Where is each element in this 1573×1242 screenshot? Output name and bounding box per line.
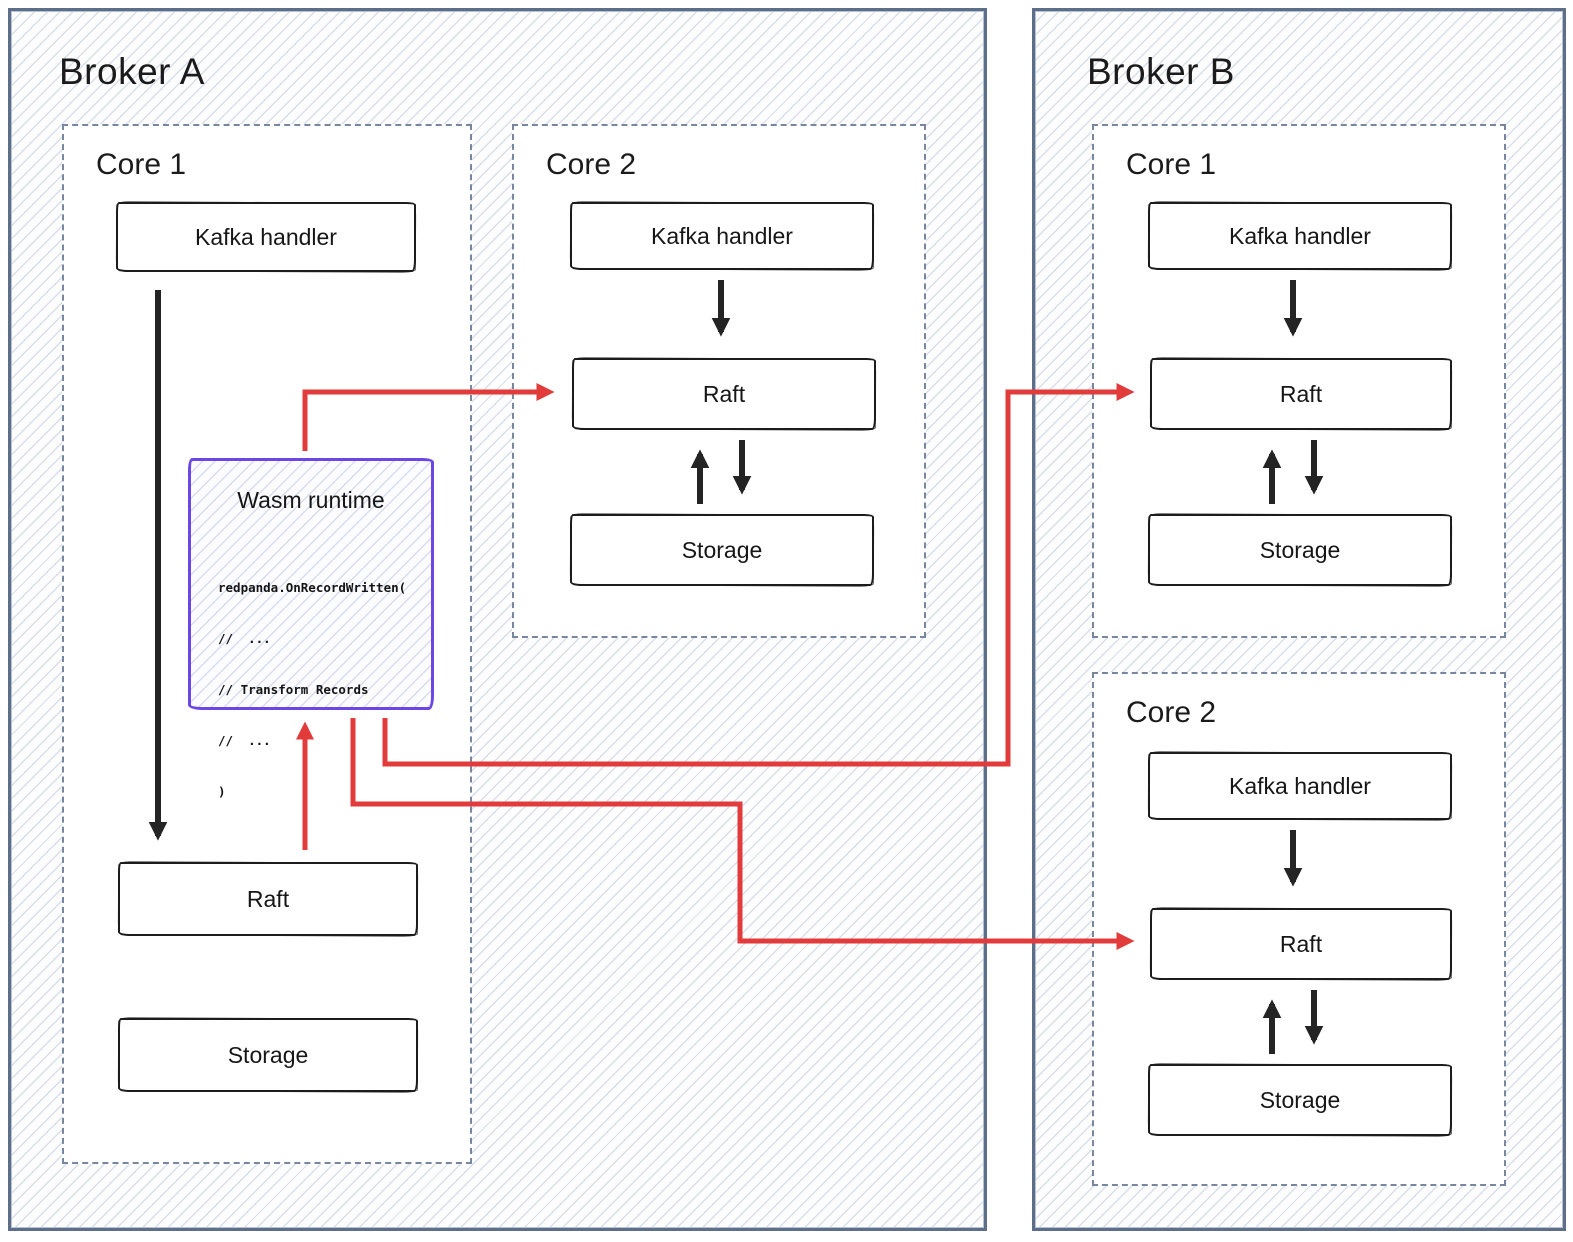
- kafka-handler-label: Kafka handler: [195, 223, 337, 250]
- storage-label: Storage: [1259, 1086, 1341, 1113]
- storage-label: Storage: [227, 1041, 309, 1068]
- wasm-code-line: // ...: [218, 631, 271, 646]
- broker-a-core1-title: Core 1: [96, 148, 187, 181]
- broker-a-core1-raft-box: Raft: [118, 862, 418, 936]
- broker-a-core2-storage-box: Storage: [570, 514, 874, 586]
- storage-label: Storage: [681, 536, 763, 563]
- broker-b-core1-raft-box: Raft: [1150, 358, 1452, 430]
- wasm-code-line: ): [218, 784, 226, 799]
- broker-b-title: Broker B: [1087, 51, 1235, 92]
- raft-label: Raft: [246, 885, 290, 912]
- kafka-handler-label: Kafka handler: [1229, 772, 1371, 799]
- kafka-handler-label: Kafka handler: [1229, 222, 1371, 249]
- broker-b-core1-title: Core 1: [1126, 148, 1217, 181]
- raft-label: Raft: [702, 380, 746, 407]
- broker-b-core2-kafka-handler-box: Kafka handler: [1148, 752, 1452, 820]
- wasm-code-snippet: redpanda.OnRecordWritten( // ... // Tran…: [218, 545, 406, 834]
- broker-b-core2-raft-box: Raft: [1150, 908, 1452, 980]
- broker-a-core2-kafka-handler-box: Kafka handler: [570, 202, 874, 270]
- storage-label: Storage: [1259, 536, 1341, 563]
- broker-b-core1-kafka-handler-box: Kafka handler: [1148, 202, 1452, 270]
- wasm-code-line: redpanda.OnRecordWritten(: [218, 580, 407, 595]
- broker-b-core1-storage-box: Storage: [1148, 514, 1452, 586]
- wasm-runtime-title: Wasm runtime: [237, 487, 385, 513]
- raft-label: Raft: [1279, 930, 1323, 957]
- broker-b-core2-title: Core 2: [1126, 696, 1217, 729]
- broker-a-core2-raft-box: Raft: [572, 358, 876, 430]
- broker-a-core2-title: Core 2: [546, 148, 637, 181]
- kafka-handler-label: Kafka handler: [651, 222, 793, 249]
- broker-a-core1-storage-box: Storage: [118, 1018, 418, 1092]
- wasm-code-line: // ...: [218, 733, 271, 748]
- broker-a-title: Broker A: [59, 51, 205, 92]
- wasm-runtime-box: Wasm runtime redpanda.OnRecordWritten( /…: [188, 458, 434, 799]
- broker-b-core2-storage-box: Storage: [1148, 1064, 1452, 1136]
- wasm-code-line: // Transform Records: [218, 682, 369, 697]
- broker-a-core1-kafka-handler-box: Kafka handler: [116, 202, 416, 272]
- raft-label: Raft: [1279, 380, 1323, 407]
